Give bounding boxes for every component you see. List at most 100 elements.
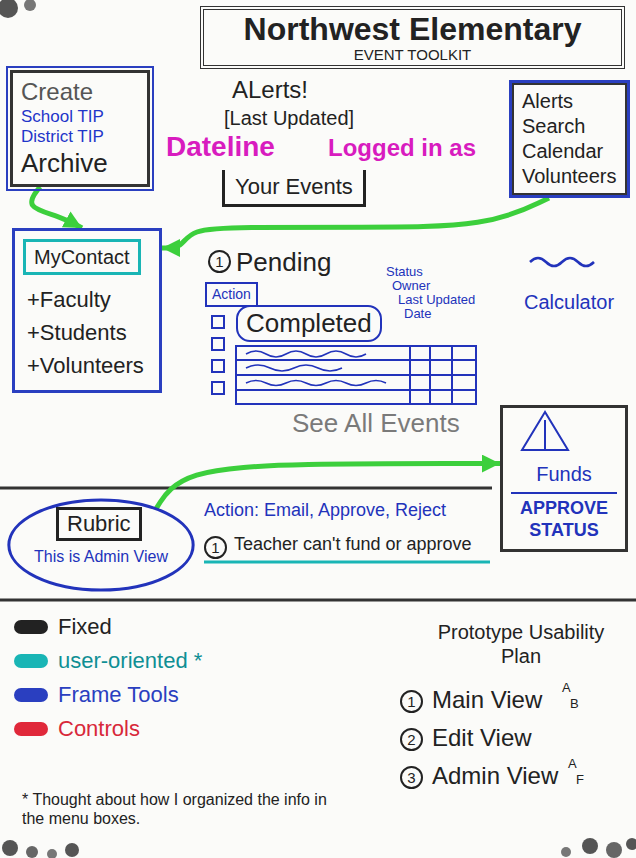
node-text: Your Events bbox=[235, 174, 353, 200]
table-row-line bbox=[236, 374, 476, 376]
contact-header-box: MyContact bbox=[23, 239, 141, 275]
legend-text: Fixed bbox=[58, 614, 112, 640]
magnet-dot bbox=[65, 843, 79, 857]
node-text: Create bbox=[21, 78, 139, 107]
plan-step: Main View bbox=[432, 686, 542, 715]
callout-number: 1 bbox=[204, 536, 227, 559]
legend-swatch bbox=[14, 620, 48, 634]
title-box: Northwest ElementaryEVENT TOOLKIT bbox=[200, 6, 625, 69]
node-text: Completed bbox=[246, 308, 372, 339]
legend-text: Controls bbox=[58, 716, 140, 742]
header-label: [Last Updated] bbox=[224, 106, 354, 130]
node-text: Rubric bbox=[67, 511, 131, 537]
node-text: APPROVE STATUS bbox=[511, 492, 617, 541]
legend-text: user-oriented * bbox=[58, 648, 202, 674]
scribble bbox=[530, 258, 594, 266]
node-text: MyContact bbox=[34, 245, 130, 269]
checkbox bbox=[212, 382, 224, 394]
node-text: Northwest Elementary bbox=[212, 13, 613, 47]
event-table bbox=[236, 346, 476, 404]
underline bbox=[204, 561, 490, 564]
note-text: Action: Email, Approve, Reject bbox=[204, 500, 446, 522]
admin-view-ellipse: This is Admin View Rubric bbox=[6, 497, 196, 593]
scribble bbox=[246, 365, 342, 371]
node-text: Calendar bbox=[522, 139, 617, 164]
magnet-dot bbox=[582, 838, 598, 854]
table-row-line bbox=[236, 359, 476, 361]
column-label: Status bbox=[386, 264, 423, 280]
menu-box: CreateSchool TIPDistrict TIPArchive bbox=[10, 70, 150, 187]
node-text: Volunteers bbox=[522, 164, 617, 189]
divider-line bbox=[0, 599, 636, 602]
plan-letter: A bbox=[562, 680, 571, 696]
node-text: District TIP bbox=[21, 127, 139, 147]
node-text: School TIP bbox=[21, 107, 139, 127]
control-label: Logged in as bbox=[328, 134, 476, 163]
table-column-line bbox=[409, 346, 411, 404]
magnet-dot bbox=[626, 838, 636, 850]
status-tab: Completed bbox=[236, 305, 382, 342]
plan-heading: Prototype Usability Plan bbox=[436, 620, 606, 668]
node-text: Archive bbox=[21, 148, 139, 179]
header-box: Your Events bbox=[222, 170, 366, 207]
node-text: This is Admin View bbox=[26, 547, 176, 566]
node-text: Search bbox=[522, 114, 617, 139]
node-text: EVENT TOOLKIT bbox=[212, 47, 613, 63]
legend-text: Frame Tools bbox=[58, 682, 179, 708]
section-label: Pending bbox=[236, 247, 331, 278]
node-text: +Faculty bbox=[27, 283, 149, 316]
chart-icon bbox=[544, 420, 546, 450]
column-label: Last Updated bbox=[398, 292, 475, 308]
node-text: Alerts bbox=[522, 89, 617, 114]
checkbox bbox=[212, 338, 224, 350]
legend-swatch bbox=[14, 722, 48, 736]
callout-number: 3 bbox=[400, 766, 423, 789]
checkbox bbox=[212, 316, 224, 328]
plan-letter: F bbox=[576, 772, 584, 788]
callout-number: 1 bbox=[400, 690, 423, 713]
magnet-dot bbox=[24, 0, 36, 11]
legend-swatch bbox=[14, 654, 48, 668]
menu-box: AlertsSearchCalendarVolunteers bbox=[509, 80, 630, 198]
note-text: * Thought about how I organized the info… bbox=[22, 790, 342, 828]
magnet-dot bbox=[606, 842, 622, 858]
divider-line bbox=[0, 487, 492, 490]
ellipse-outline bbox=[9, 500, 193, 590]
table-column-line bbox=[429, 346, 431, 404]
legend-row: Controls bbox=[14, 716, 140, 742]
table-row-line bbox=[236, 389, 476, 391]
funds-panel: FundsAPPROVE STATUS bbox=[500, 405, 628, 552]
node-text: Funds bbox=[511, 462, 617, 486]
node-text: +Volunteers bbox=[27, 349, 149, 382]
legend-row: Fixed bbox=[14, 614, 112, 640]
legend-row: Frame Tools bbox=[14, 682, 179, 708]
magnet-dot bbox=[47, 849, 57, 858]
plan-letter: B bbox=[570, 696, 579, 712]
magnet-dot bbox=[26, 846, 38, 858]
plan-letter: A bbox=[568, 756, 577, 772]
legend-row: user-oriented * bbox=[14, 648, 202, 674]
contact-box: +Faculty+Students+Volunteers MyContact bbox=[12, 228, 162, 393]
column-label: Date bbox=[404, 306, 431, 322]
table-column-line bbox=[451, 346, 453, 404]
arrow-connector bbox=[32, 187, 82, 228]
node-text: Action bbox=[212, 286, 251, 303]
link-label: See All Events bbox=[292, 408, 460, 439]
node-text: +Students bbox=[27, 316, 149, 349]
magnet-dot bbox=[0, 0, 18, 18]
note-text: Teacher can't fund or approve bbox=[234, 534, 472, 556]
checkbox bbox=[212, 360, 224, 372]
plan-step: Admin View bbox=[432, 762, 558, 791]
chart-icon bbox=[522, 412, 568, 450]
column-label: Owner bbox=[392, 278, 430, 294]
callout-number: 2 bbox=[400, 728, 423, 751]
legend-swatch bbox=[14, 688, 48, 702]
scribble bbox=[246, 381, 386, 386]
header-label: ALerts! bbox=[232, 76, 308, 105]
control-label: Dateline bbox=[166, 130, 275, 164]
tool-label: Calculator bbox=[524, 290, 614, 314]
magnet-dot bbox=[2, 840, 18, 856]
action-button: Action bbox=[205, 282, 258, 307]
rubric-box: Rubric bbox=[56, 507, 142, 541]
